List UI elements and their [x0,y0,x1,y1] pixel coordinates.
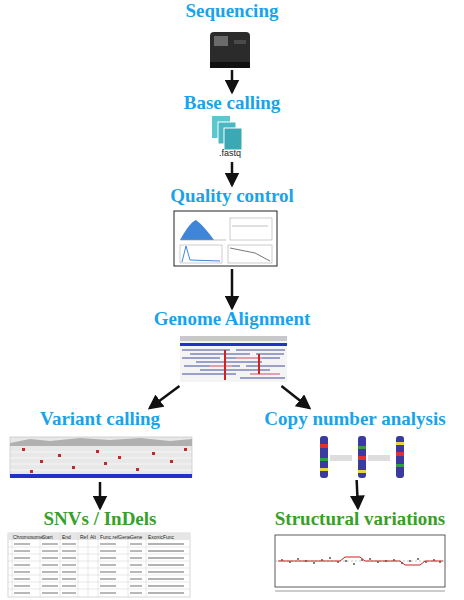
flow-arrow [150,386,180,408]
step-title: Base calling [130,92,334,114]
step-node: Variant calling [5,408,195,482]
step-title: SNVs / InDels [0,508,220,530]
step-title: Genome Alignment [110,308,354,330]
step-title: Variant calling [0,408,225,430]
table-header: Start [42,534,53,540]
step-title: Sequencing [120,0,344,22]
step-node: Sequencing [150,0,314,70]
flow-arrow [357,480,358,508]
table-header: Alt [90,534,96,540]
table-header: End [62,534,71,540]
step-node: Quality control [150,185,314,269]
flow-arrow [231,70,234,92]
step-title: Structural variations [230,508,464,530]
step-node: Structural variations [260,508,460,598]
flow-arrow [99,482,102,508]
step-title: Copy number analysis [220,408,464,430]
alignment-view [180,336,287,382]
qc-plot [174,211,277,266]
table-header: Ref [80,534,88,540]
table-header: ExonicFunc [148,534,174,540]
step-node: Copy number analysis [250,408,460,480]
variant-table [8,533,190,597]
flow-arrow [281,386,309,408]
chromosome-icons [320,436,404,478]
table-header: Gene [130,534,142,540]
variant-view [10,437,192,478]
cnv-chart [275,535,445,591]
fastq-icon [212,116,242,150]
step-title: Quality control [120,185,344,207]
sequencer-icon [210,32,250,68]
file-extension: .fastq [219,148,241,158]
step-node: Genome Alignment [140,308,324,386]
flow-arrow [231,269,234,308]
table-header: Chromosome [13,534,43,540]
step-node: SNVs / InDels [10,508,190,598]
table-header: Func.refGene [100,534,131,540]
flow-arrow [231,162,234,185]
